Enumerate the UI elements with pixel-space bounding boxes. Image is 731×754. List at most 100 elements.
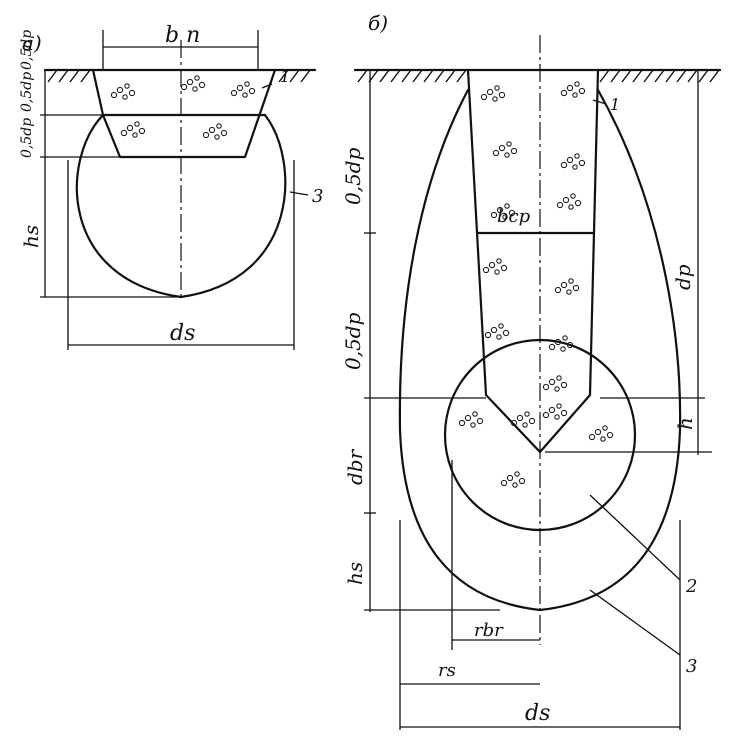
hatch-mark: [47, 69, 58, 83]
aggregate-pebble: [594, 428, 602, 436]
aggregate-pebble: [548, 378, 556, 386]
hatch-mark: [599, 69, 610, 83]
aggregate-pebble: [600, 436, 606, 442]
callout-1-b: 1: [610, 95, 620, 114]
aggregate-pebble: [556, 201, 564, 209]
aggregate-pebble: [220, 129, 228, 137]
aggregate-pebble: [554, 386, 560, 392]
aggregate-pebble: [508, 209, 516, 217]
aggregate-pebble: [488, 261, 496, 269]
aggregate-pebble: [464, 414, 472, 422]
label-half-dp-mid: 0,5dp: [19, 118, 35, 158]
aggregate-pebble: [556, 403, 562, 409]
aggregate-pebble: [496, 206, 504, 214]
label-half-dp-top: 0,5dp: [19, 72, 35, 112]
aggregate-pebble: [476, 417, 484, 425]
aggregate-pebble: [120, 129, 128, 137]
hatch-mark: [687, 69, 698, 83]
label-rs: rs: [438, 660, 456, 681]
aggregate-pebble: [458, 419, 466, 427]
aggregate-pebble: [518, 477, 526, 485]
aggregate-pebble: [214, 134, 220, 140]
callout-3-b: 3: [686, 656, 697, 677]
aggregate-pebble: [524, 411, 530, 417]
pit-outline-a: [91, 68, 277, 159]
aggregate-pebble: [132, 132, 138, 138]
aggregate-pebble: [554, 414, 560, 420]
label-dp: dp: [671, 264, 695, 290]
aggregate-pebble: [492, 149, 500, 157]
label-half-dp-lower: 0,5dp: [341, 312, 365, 370]
aggregate-pebble: [562, 196, 570, 204]
caption-b: б): [368, 11, 388, 35]
aggregate-pebble: [498, 323, 504, 329]
aggregate-pebble: [244, 81, 250, 87]
aggregate-pebble: [208, 126, 216, 134]
aggregate-pebble: [572, 164, 578, 170]
hatch-mark: [434, 69, 445, 83]
hatch-mark: [654, 69, 665, 83]
hatch-mark: [423, 69, 434, 83]
aggregate-pebble: [230, 89, 238, 97]
aggregate-pebble: [556, 375, 562, 381]
label-hs-a: hs: [19, 225, 43, 248]
hatch-mark: [676, 69, 687, 83]
label-bcp: bcp: [497, 206, 531, 227]
hatch-mark: [58, 69, 69, 83]
aggregate-pebble: [548, 406, 556, 414]
hatch-mark: [456, 69, 467, 83]
aggregate-fill-a: [110, 75, 256, 140]
aggregate-pebble: [528, 417, 536, 425]
aggregate-pebble: [492, 96, 498, 102]
aggregate-pebble: [542, 383, 550, 391]
panel-b: б) 1 bcp 2 3 rbr rs ds 0,5dp 0,5dp dbr h…: [341, 11, 722, 730]
aggregate-pebble: [506, 474, 514, 482]
hatch-mark: [69, 69, 80, 83]
aggregate-pebble: [560, 161, 568, 169]
aggregate-pebble: [566, 341, 574, 349]
aggregate-pebble: [242, 92, 248, 98]
aggregate-pebble: [484, 331, 492, 339]
aggregate-pebble: [482, 266, 490, 274]
aggregate-pebble: [562, 335, 568, 341]
aggregate-pebble: [574, 153, 580, 159]
aggregate-pebble: [186, 78, 194, 86]
aggregate-pebble: [494, 85, 500, 91]
caption-a: а): [22, 31, 42, 55]
leader-1-b: [592, 99, 607, 105]
aggregate-pebble: [566, 84, 574, 92]
aggregate-pebble: [194, 75, 200, 81]
aggregate-pebble: [574, 81, 580, 87]
callout-3-a: 3: [312, 186, 323, 207]
hatch-mark: [698, 69, 709, 83]
aggregate-pebble: [560, 89, 568, 97]
aggregate-pebble: [496, 258, 502, 264]
aggregate-pebble: [494, 269, 500, 275]
aggregate-pebble: [500, 479, 508, 487]
aggregate-pebble: [506, 141, 512, 147]
aggregate-pebble: [602, 425, 608, 431]
leader-2-b: [589, 494, 681, 581]
hatch-mark: [278, 69, 289, 83]
callout-1-a: 1: [280, 67, 290, 86]
hatch-mark: [643, 69, 654, 83]
aggregate-pebble: [504, 203, 510, 209]
aggregate-pebble: [566, 289, 572, 295]
callout-2-b: 2: [685, 576, 697, 597]
aggregate-pebble: [198, 81, 206, 89]
aggregate-pebble: [236, 84, 244, 92]
aggregate-pebble: [202, 131, 210, 139]
broadening-zone-b: [443, 338, 637, 532]
hatch-mark: [357, 69, 368, 83]
aggregate-pebble: [500, 264, 508, 272]
hatch-mark: [300, 69, 311, 83]
aggregate-pebble: [496, 334, 502, 340]
aggregate-pebble: [134, 121, 140, 127]
aggregate-pebble: [568, 204, 574, 210]
aggregate-pebble: [486, 88, 494, 96]
label-hs-b: hs: [343, 562, 367, 585]
aggregate-pebble: [490, 326, 498, 334]
aggregate-pebble: [180, 83, 188, 91]
aggregate-pebble: [128, 89, 136, 97]
leader-1-a: [261, 83, 273, 89]
